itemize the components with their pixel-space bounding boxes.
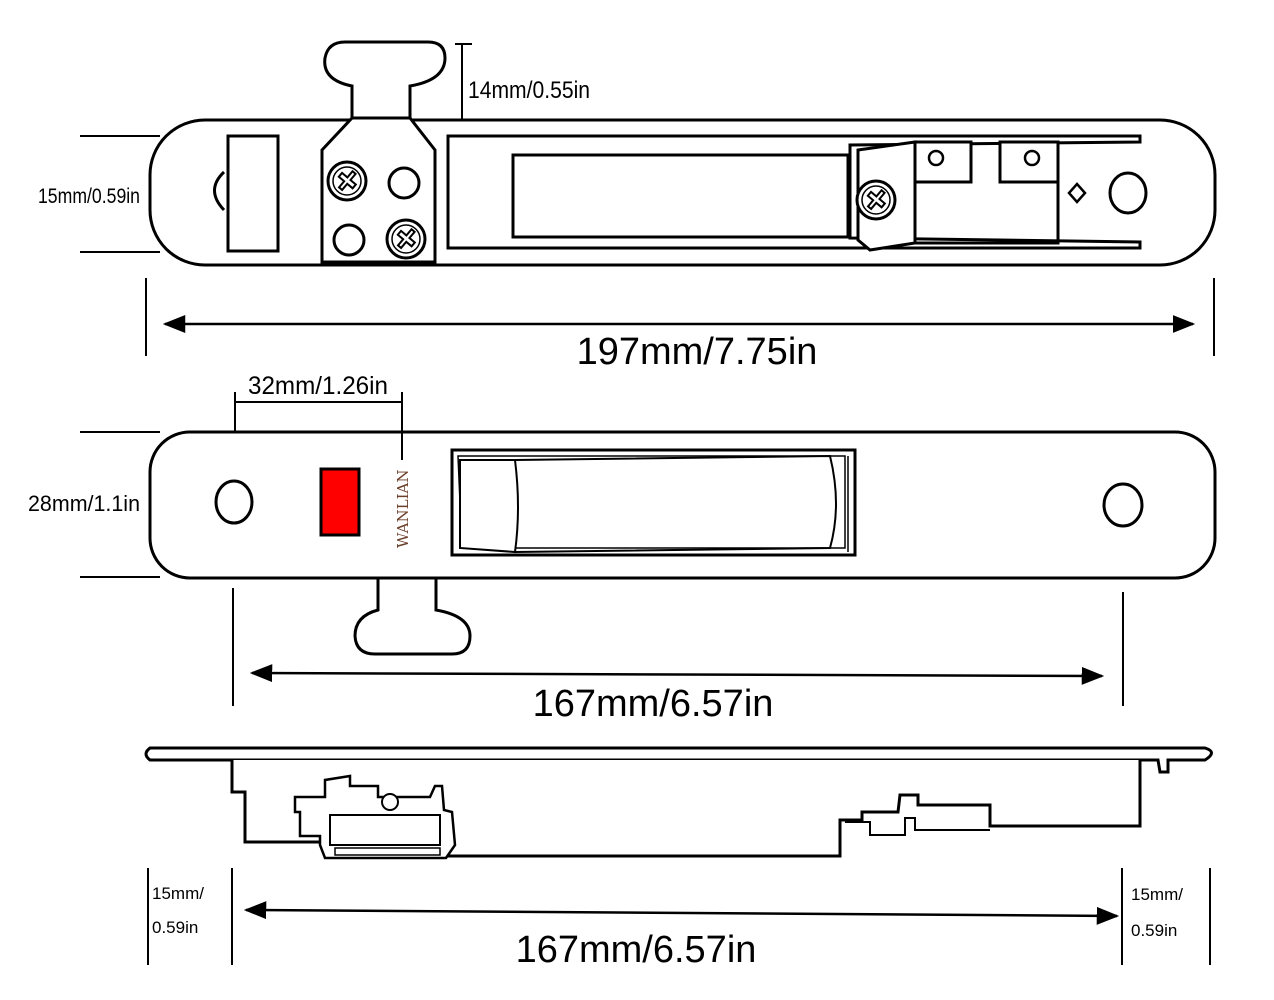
bracket-hole (387, 166, 421, 200)
front-view: 32mm/1.26in 28mm/1.1in WANLIAN 167mm/6.5… (28, 372, 1217, 725)
hole-span-arrow (249, 664, 1105, 685)
body-length-label: 167mm/6.57in (516, 929, 757, 971)
mechanism-frame (913, 168, 1060, 245)
watermark-text: WANLIAN (394, 470, 412, 548)
latch-base (334, 847, 441, 856)
body-length-arrow (243, 901, 1120, 925)
mount-hole-right (1108, 171, 1148, 215)
right-depth-label: 15mm/ (1131, 885, 1183, 904)
top-plate-height-label: 15mm/0.59in (38, 185, 140, 208)
tab-height-label: 14mm/0.55in (468, 77, 590, 104)
red-lock-indicator (319, 467, 361, 537)
handle-grip-body (514, 454, 837, 553)
left-slot (226, 134, 280, 253)
bracket-hole (332, 223, 366, 257)
front-plate-height-label: 28mm/1.1in (28, 491, 140, 516)
latch-mechanism (293, 774, 457, 860)
left-depth-label-in: 0.59in (152, 918, 198, 937)
hole-span-label: 167mm/6.57in (533, 683, 774, 725)
left-depth-label: 15mm/ (152, 884, 204, 903)
mechanism-hole (927, 149, 945, 167)
handle-grip-left (459, 459, 519, 554)
top-view: 14mm/0.55in 15mm/0.59in 197mm/7.75in (38, 40, 1217, 373)
right-mechanism (845, 817, 990, 836)
hole-spacing-label: 32mm/1.26in (248, 372, 388, 400)
diamond-hole (1067, 182, 1087, 204)
channel-window (511, 153, 850, 239)
side-lock-body (230, 760, 1142, 858)
side-view: 15mm/ 0.59in 15mm/ 0.59in 167mm/6.57in (144, 746, 1213, 971)
phillips-screw-icon (855, 179, 897, 221)
bottom-latch-tab (353, 578, 472, 656)
left-nub (213, 170, 226, 212)
overall-length-label: 197mm/7.75in (577, 331, 818, 373)
right-depth-label-in: 0.59in (1131, 921, 1177, 940)
mount-hole-left (214, 479, 254, 525)
mechanism-hole (1023, 149, 1041, 167)
latch-pin (381, 793, 399, 811)
phillips-screw-icon (385, 218, 427, 260)
latch-tab (323, 40, 447, 118)
phillips-screw-icon (326, 160, 368, 202)
handle-recess (450, 448, 857, 557)
mount-hole-right (1102, 482, 1144, 528)
latch-inner (329, 814, 441, 846)
